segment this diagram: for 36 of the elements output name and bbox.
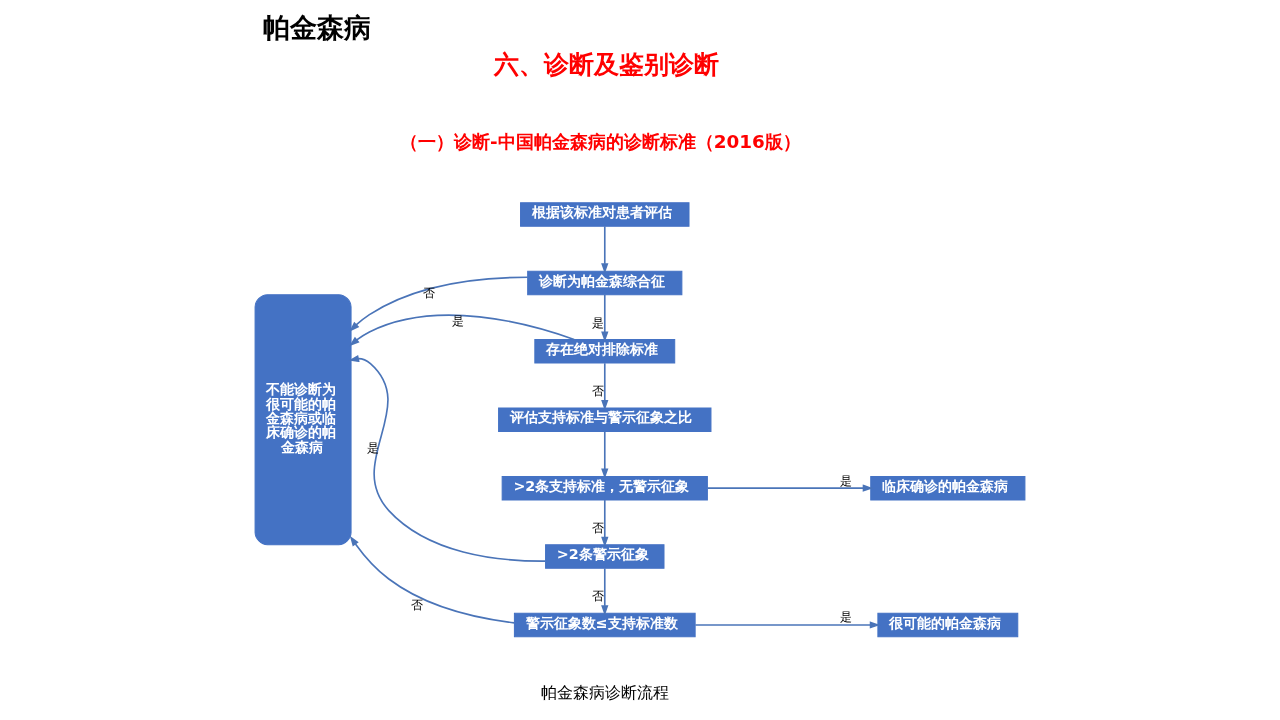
node-box: 不能诊断为很可能的帕金森病或临床确诊的帕金森病	[254, 294, 352, 546]
edge-label: 否	[592, 521, 605, 536]
label: （一）诊断-中国帕金森病的诊断标准（2016版）	[400, 130, 801, 152]
node-box: >2条支持标准，无警示征象	[501, 475, 708, 501]
caption: 帕金森病诊断流程	[540, 683, 669, 703]
node-box: 很可能的帕金森病	[877, 612, 1019, 638]
arrow	[349, 276, 529, 332]
edge-label: 否	[422, 286, 435, 301]
arrow	[601, 499, 609, 548]
label: 六、诊断及鉴别诊断	[494, 49, 719, 79]
edge-label: 否	[411, 598, 424, 613]
edge-label: 是	[839, 610, 852, 625]
node-box: 评估支持标准与警示征象之比	[498, 407, 712, 432]
arrow	[601, 294, 609, 343]
edge-label: 否	[592, 589, 605, 604]
edge-label: 是	[839, 473, 852, 488]
arrow	[706, 484, 874, 492]
edge-label: 是	[451, 314, 464, 329]
edge-label: 是	[592, 315, 605, 330]
node-box: 根据该标准对患者评估	[520, 202, 690, 227]
arrow	[601, 362, 609, 411]
edge-label: 否	[592, 384, 605, 399]
node-box: 存在绝对排除标准	[534, 339, 676, 364]
arrow	[601, 567, 609, 616]
diagram-title: 帕金森病	[263, 11, 372, 43]
arrow	[349, 314, 575, 347]
node-box: >2条警示征象	[545, 544, 665, 569]
node-box: 警示征象数≤支持标准数	[513, 612, 696, 638]
edge-label: 是	[367, 440, 379, 455]
node-box: 诊断为帕金森综合征	[527, 270, 683, 296]
arrow	[694, 621, 881, 629]
arrow	[349, 535, 516, 624]
arrow	[601, 430, 609, 479]
arrow	[348, 354, 546, 562]
arrow	[601, 225, 609, 274]
node-box: 临床确诊的帕金森病	[870, 475, 1026, 501]
